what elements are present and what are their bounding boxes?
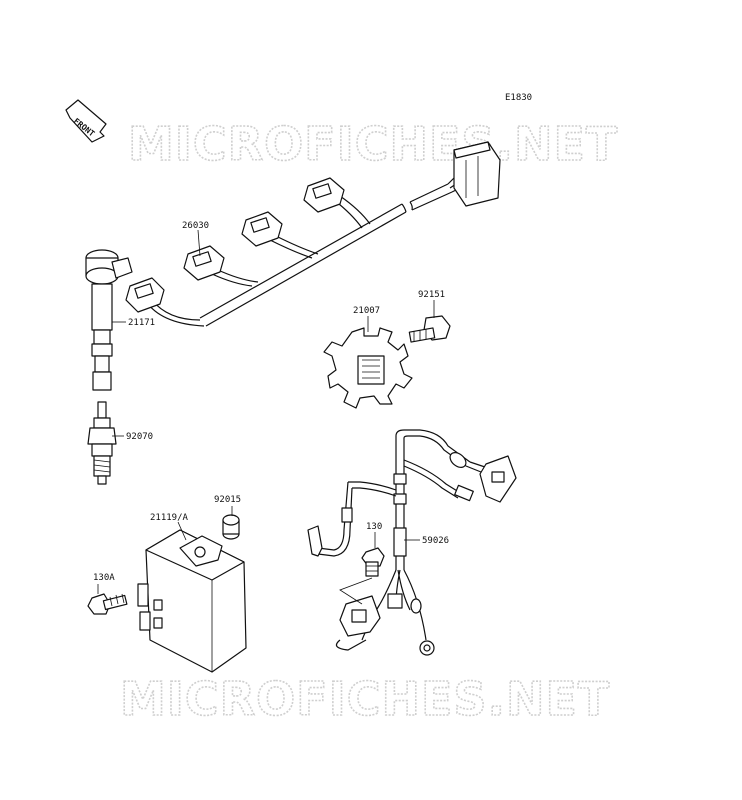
connector-3 (183, 245, 225, 281)
sensor-bolt (361, 547, 385, 577)
spark-plug (87, 401, 117, 485)
ignition-coil (85, 249, 133, 391)
label-ecu: 21119/A (150, 513, 189, 523)
connector-1 (303, 177, 345, 213)
connector-2 (241, 211, 283, 247)
ecu-unit (137, 529, 247, 673)
ecu-bolt (87, 593, 128, 615)
label-harness: 26030 (182, 221, 209, 231)
rotor-plate (323, 327, 413, 409)
rotor-bolt (408, 315, 451, 343)
label-collar: 92015 (214, 495, 241, 505)
label-sensor-bolt: 130 (366, 522, 382, 532)
label-rotor-bolt: 92151 (418, 290, 445, 300)
wiring-harness (125, 141, 501, 327)
label-plug: 92070 (126, 432, 153, 442)
sensor-harness (307, 429, 517, 656)
label-rotor: 21007 (353, 306, 380, 316)
collar (222, 514, 240, 540)
watermark-top: MICROFICHES.NET (128, 117, 618, 171)
watermark-bottom: MICROFICHES.NET (120, 672, 610, 726)
label-sensor-harness: 59026 (422, 536, 449, 546)
diagram-code: E1830 (505, 93, 532, 103)
label-ecu-bolt: 130A (93, 573, 115, 583)
connector-4 (125, 277, 165, 313)
front-arrow-icon: FRONT (65, 99, 107, 143)
label-coil: 21171 (128, 318, 155, 328)
